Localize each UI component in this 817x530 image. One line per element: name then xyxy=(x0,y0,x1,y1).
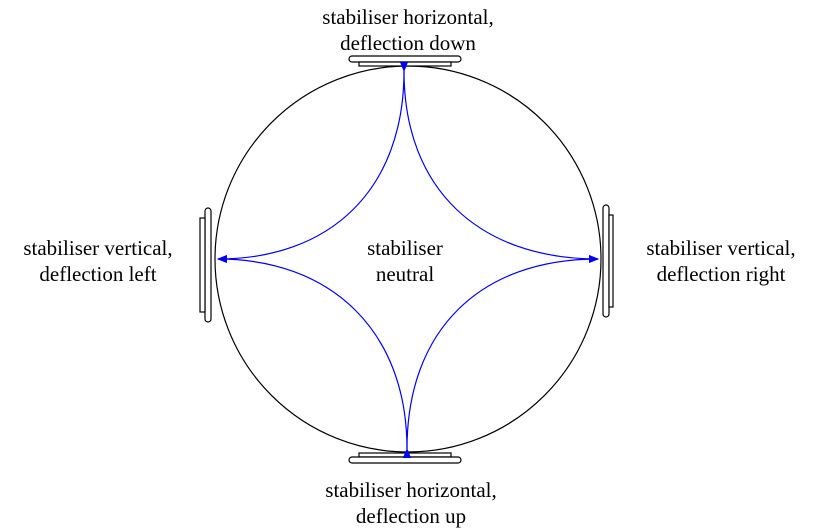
label-top: stabiliser horizontal, deflection down xyxy=(308,4,508,56)
transition-arrows xyxy=(217,61,599,459)
label-top-line1: stabiliser horizontal, xyxy=(322,5,494,29)
arrow-bottom-left xyxy=(217,255,412,459)
label-right-line1: stabiliser vertical, xyxy=(646,236,796,260)
label-bottom-line1: stabiliser horizontal, xyxy=(325,478,497,502)
label-top-line2: deflection down xyxy=(340,31,476,55)
stabiliser-bottom-glyph xyxy=(348,452,462,464)
label-left-line2: deflection left xyxy=(39,262,157,286)
label-bottom: stabiliser horizontal, deflection up xyxy=(311,477,511,529)
label-left-line1: stabiliser vertical, xyxy=(23,236,173,260)
arrow-top-left xyxy=(217,61,409,263)
stabiliser-top-glyph xyxy=(348,55,462,67)
stabiliser-left-glyph xyxy=(199,207,212,323)
label-right-line2: deflection right xyxy=(656,262,786,286)
label-center-line2: neutral xyxy=(375,262,435,286)
label-center-line1: stabiliser xyxy=(367,236,443,260)
label-bottom-line2: deflection up xyxy=(355,504,467,528)
stabiliser-right-glyph xyxy=(602,204,614,318)
label-center: stabiliser neutral xyxy=(345,235,465,287)
label-left: stabiliser vertical, deflection left xyxy=(4,235,192,287)
label-right: stabiliser vertical, deflection right xyxy=(626,235,816,287)
arrow-bottom-right xyxy=(402,255,599,459)
arrow-top-right xyxy=(399,61,599,263)
